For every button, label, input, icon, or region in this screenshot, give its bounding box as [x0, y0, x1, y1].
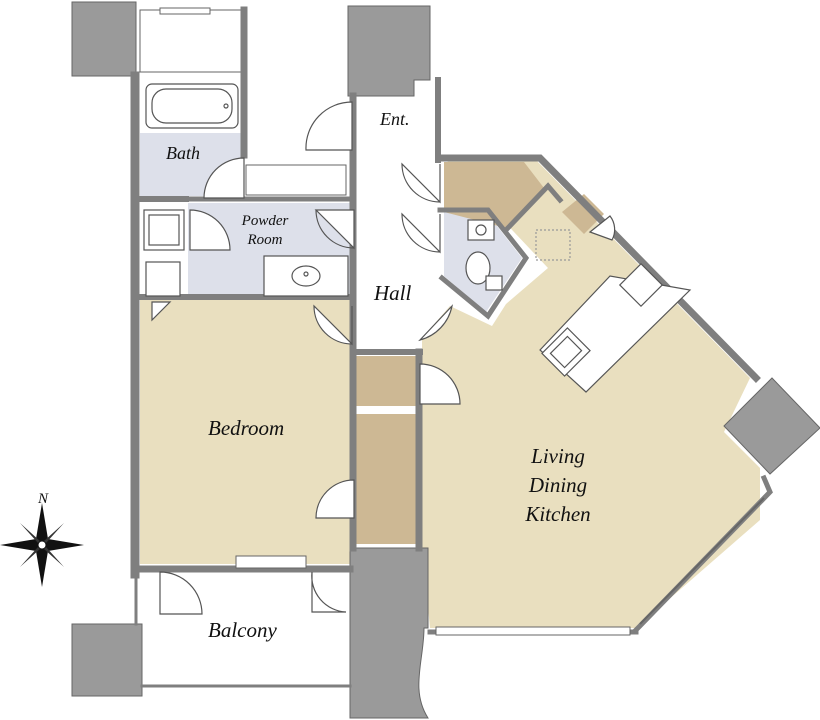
closet-top [139, 9, 243, 73]
pillar-bottom-center [349, 547, 429, 719]
door-bath [203, 157, 245, 199]
toilet-bowl [465, 251, 491, 285]
compass-needle-nw [20, 523, 42, 545]
compass-needle-east [42, 539, 84, 551]
window-ldk-sw-pane [639, 497, 765, 625]
door-closet-lower [315, 479, 355, 519]
door-entrance [305, 101, 353, 151]
compass-center [37, 540, 47, 550]
door-ldk [418, 304, 453, 342]
washing-machine-inner [148, 214, 180, 246]
compass-needle-west [0, 539, 42, 551]
door-powder [314, 209, 355, 250]
hall-floor [356, 88, 436, 350]
label-bath: Bath [166, 143, 200, 163]
compass-needle-se [42, 545, 64, 567]
door-toilet [401, 212, 441, 254]
wall-ldk-top [436, 154, 761, 383]
vanity-faucet [303, 271, 309, 277]
stove [618, 262, 664, 308]
window-bath [159, 7, 211, 15]
door-balcony-left [159, 571, 203, 615]
compass-needle-ne [42, 523, 64, 545]
label-entrance: Ent. [380, 109, 410, 129]
door-balcony-right [311, 571, 347, 613]
label-bedroom: Bedroom [208, 416, 285, 440]
bedroom-floor [140, 298, 352, 564]
door-bedroom-closet [151, 301, 172, 322]
storage-kitchen [562, 194, 604, 234]
closet-lower [356, 414, 416, 544]
label-powder-room-line2: Room [247, 232, 283, 248]
door-hall-storage [401, 162, 441, 204]
ldk-floor [422, 160, 760, 628]
shelf-bath [145, 261, 181, 297]
doors [151, 101, 616, 615]
label-hall: Hall [374, 281, 412, 305]
door-kitchen-storage [588, 215, 616, 241]
toilet-sink-bowl [475, 224, 487, 236]
fridge-space [535, 229, 571, 261]
pillars [71, 1, 820, 719]
counter-top [245, 164, 347, 196]
windows [159, 7, 765, 636]
wall-toilet [437, 207, 530, 320]
pillar-top-left [71, 1, 137, 77]
compass-needle-south [36, 545, 48, 587]
pillar-right [723, 377, 820, 475]
toilet-tank [485, 275, 503, 291]
pillar-top-center [347, 5, 431, 97]
label-balcony: Balcony [208, 618, 277, 642]
bathtub-drain [223, 103, 229, 109]
wall-kitchen-partition [502, 182, 564, 234]
door-powder-double [189, 209, 231, 251]
label-ldk-living: Living [531, 444, 585, 468]
window-bedroom [235, 555, 307, 569]
closet-upper [356, 356, 416, 406]
pillar-bottom-left [71, 623, 143, 697]
window-ldk-south [435, 626, 631, 636]
label-ldk-kitchen: Kitchen [525, 502, 591, 526]
door-bedroom [313, 304, 353, 346]
door-powder-arc [315, 209, 355, 249]
label-powder-room: Powder Room [232, 212, 298, 250]
label-powder-room-line1: Powder [241, 213, 289, 229]
compass-rose [0, 503, 84, 587]
door-closet-upper [419, 363, 461, 405]
compass-needle-sw [20, 545, 42, 567]
compass-needle-north [36, 503, 48, 545]
label-ldk: Living Dining Kitchen [498, 442, 618, 529]
kitchen-sink-basin [549, 335, 583, 369]
compass-north-label: N [38, 491, 49, 507]
bathtub-inner [151, 88, 233, 124]
label-ldk-dining: Dining [528, 473, 588, 497]
fixtures [143, 83, 692, 393]
